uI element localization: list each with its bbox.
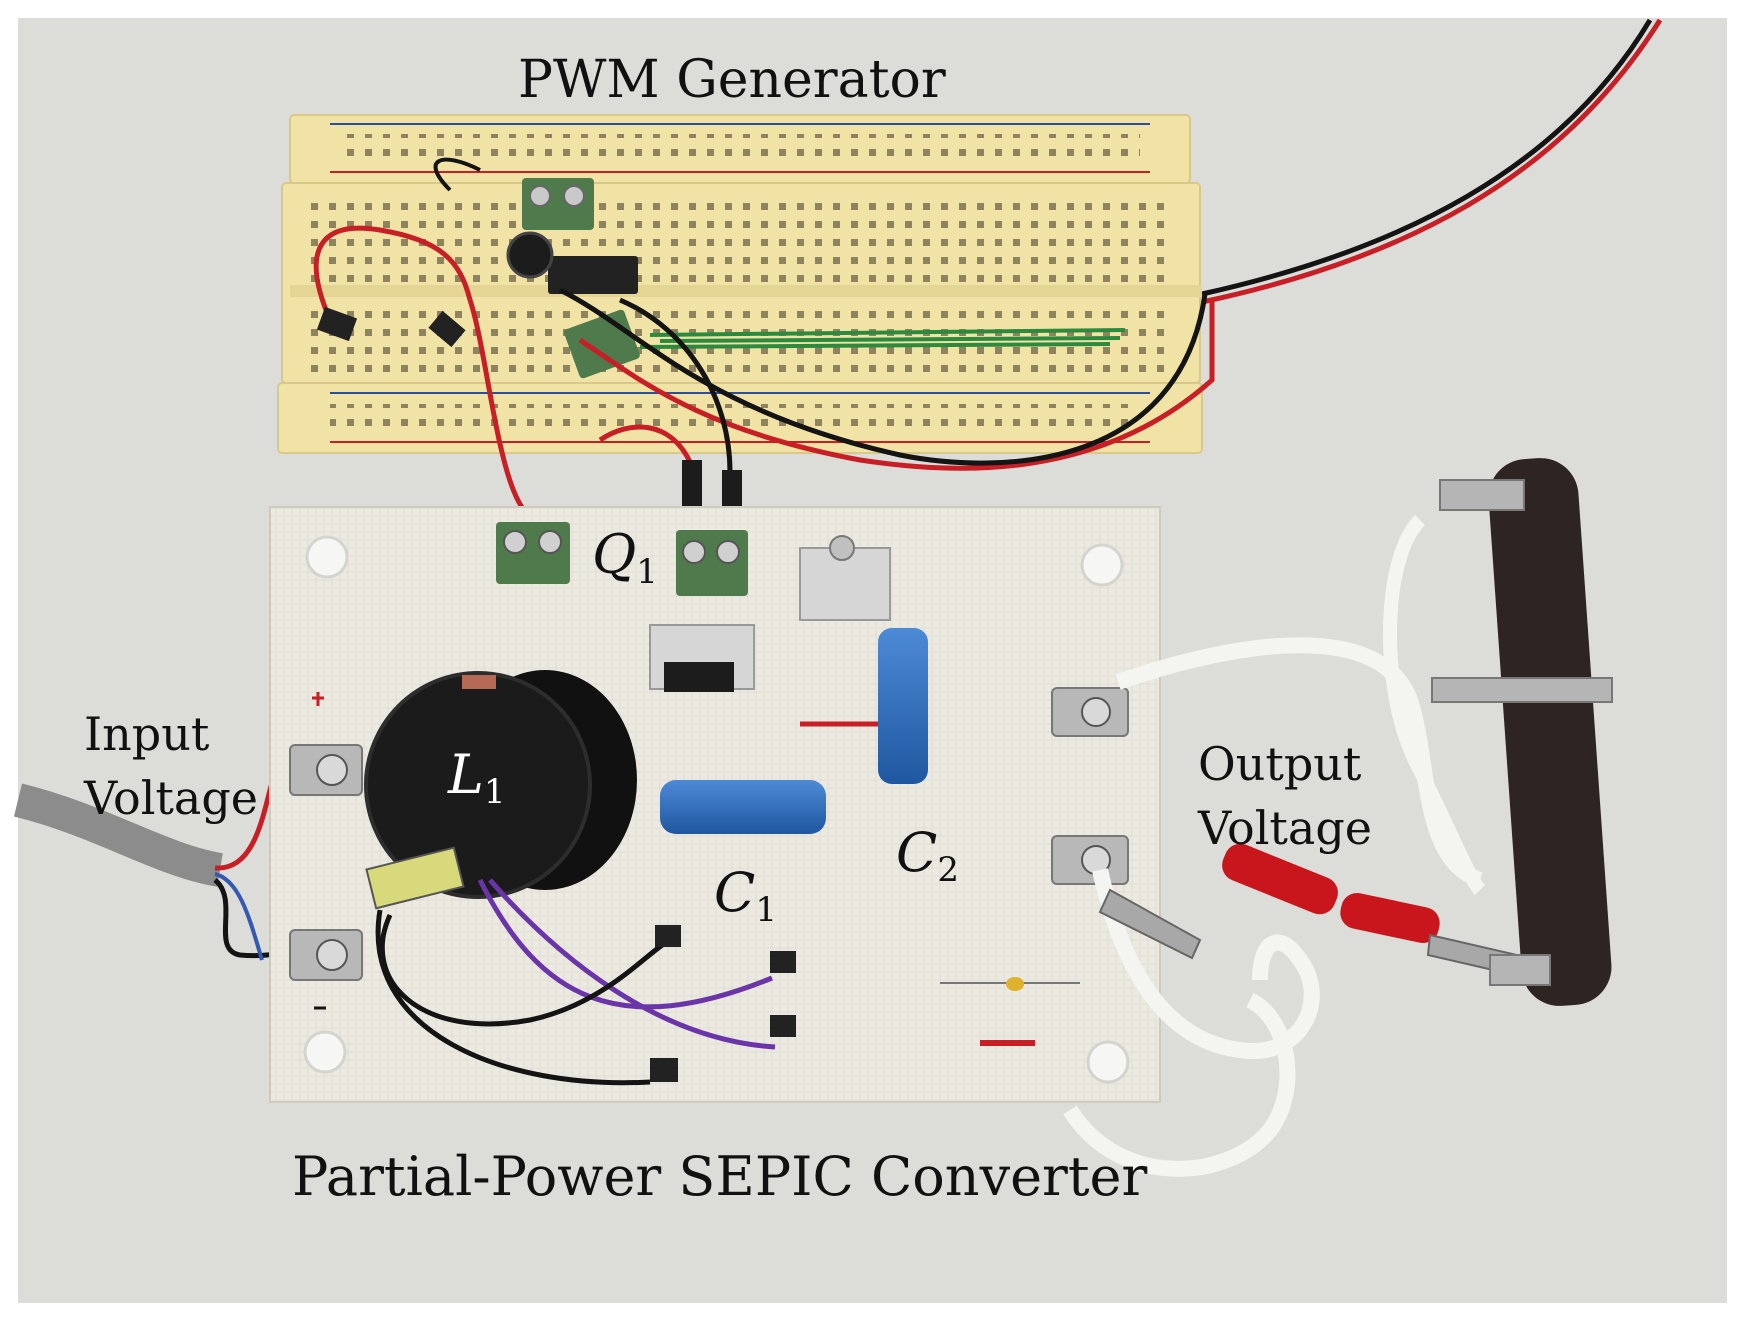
pcb-terminal-left-screw-2 [538,530,562,554]
input-voltage-line2: Voltage [84,771,258,826]
pcb-terminal-left-screw-1 [503,530,527,554]
gate-wire-black [558,287,1208,466]
clip-sleeve-red-2 [1340,892,1440,944]
load-wire-white-bottom-2 [1063,992,1296,1177]
c2-base: C [896,821,938,884]
c1-sub: 1 [755,890,777,930]
c2-label: C2 [896,826,959,890]
q1-terminal-screw-1 [682,540,706,564]
pcb-standoff-tl [305,535,349,579]
capacitor-c1 [660,780,826,834]
c1-base: C [714,861,756,924]
c2-sub: 2 [937,850,959,890]
heatsink-right-screw [829,535,855,561]
plus-marking [312,692,324,706]
q1-lead-red [598,424,693,464]
supply-cable-red [1201,18,1663,305]
pcb-standoff-br [1086,1040,1130,1084]
bb-electrolytic-cap [506,231,554,279]
l1-sub: 1 [483,772,506,812]
pwm-generator-label: PWM Generator [518,50,946,110]
gate-wire-red [578,302,1215,471]
output-voltage-label: Output Voltage [1198,732,1372,861]
q1-header-1 [682,460,702,518]
q1-lead-black [619,297,733,473]
input-voltage-label: Input Voltage [84,702,258,831]
pcb-standoff-bl [303,1030,347,1074]
inductor-bobbin [365,846,465,910]
q1-sub: 1 [636,552,658,592]
power-resistor [1488,458,1612,1006]
bb-terminal-screw-2 [563,185,585,207]
bb-chip [548,256,638,294]
bb-jumper-mid [428,310,466,348]
q1-terminal-screw-2 [716,540,740,564]
output-voltage-line1: Output [1198,737,1362,791]
output-terminal-top-screw [1081,697,1111,727]
clip-sleeve-red-1 [1222,843,1338,915]
c1-label: C1 [714,866,777,930]
bb-wire-black-loop [433,157,481,192]
bb-green-jumpers [639,328,1126,349]
load-wire-white-top-outline [1383,515,1486,895]
input-wire-blue [214,872,264,961]
q1-label: Q1 [592,528,658,592]
l1-base: L [448,743,484,806]
alligator-clip-left [1098,888,1202,960]
header-connector-3 [770,1015,796,1037]
bb-wire-red-loop [313,225,473,321]
inductor-wire-purple-2 [488,878,776,1050]
output-voltage-line2: Voltage [1198,801,1372,856]
input-terminal-minus-screw [316,939,348,971]
mosfet-body [664,662,734,692]
header-connector-2 [770,951,796,973]
q1-terminal-block [676,530,748,596]
resistor-top-bracket [1439,479,1525,511]
load-wire-white-top [1115,637,1484,888]
input-terminal-plus-screw [316,754,348,786]
input-cable [13,783,224,887]
inductor-core [364,671,592,899]
bb-terminal-screw-1 [529,185,551,207]
resistor-bottom-bracket [1489,954,1551,986]
inductor-wire-black-2 [375,909,651,1086]
pcb-terminal-block-left [496,522,570,584]
bb-jumper-left [316,306,358,342]
pcb-standoff-tr [1080,543,1124,587]
supply-cable-black [1201,18,1653,297]
capacitor-c2 [878,628,928,784]
input-voltage-line1: Input [84,707,210,761]
l1-label: L1 [448,748,506,812]
pcb-small-cap [1006,977,1024,991]
converter-title: Partial-Power SEPIC Converter [292,1145,1148,1208]
inductor-winding-tab [462,675,496,689]
q1-base: Q [592,523,637,586]
resistor-mid-bracket [1431,677,1613,703]
header-connector-4 [650,1058,678,1082]
header-connector-1 [655,925,681,947]
